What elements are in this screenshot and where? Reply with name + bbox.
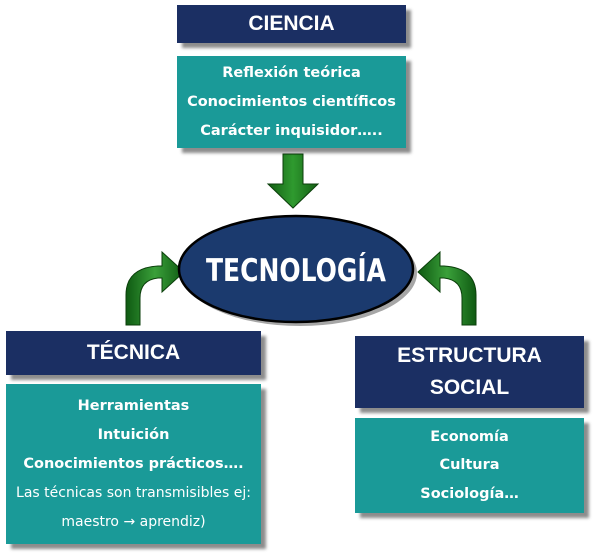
estructura-social-header: ESTRUCTURA SOCIAL bbox=[355, 336, 584, 408]
ciencia-header: CIENCIA bbox=[177, 5, 406, 43]
estructura-social-body: Economía Cultura Sociología… bbox=[355, 418, 584, 513]
arrow-estructura-social-to-tecnologia bbox=[417, 250, 477, 326]
ciencia-body: Reflexión teórica Conocimientos científi… bbox=[177, 56, 406, 148]
tecnica-header: TÉCNICA bbox=[6, 331, 261, 375]
tecnica-item: Conocimientos prácticos…. bbox=[23, 455, 244, 472]
ciencia-item: Carácter inquisidor….. bbox=[200, 122, 383, 139]
tecnica-item: Intuición bbox=[97, 426, 170, 443]
estructura-social-title-line: ESTRUCTURA bbox=[397, 344, 542, 367]
estructura-social-item: Sociología… bbox=[420, 485, 519, 502]
tecnica-title: TÉCNICA bbox=[86, 341, 181, 364]
ciencia-item: Reflexión teórica bbox=[222, 64, 361, 81]
arrow-tecnica-to-tecnologia bbox=[125, 250, 185, 326]
ciencia-item: Conocimientos científicos bbox=[187, 93, 396, 110]
tecnica-note-line: maestro → aprendiz) bbox=[61, 513, 206, 530]
ciencia-title: CIENCIA bbox=[248, 12, 335, 35]
arrow-ciencia-to-tecnologia bbox=[266, 153, 320, 209]
estructura-social-item: Economía bbox=[430, 428, 509, 445]
estructura-social-title-line: SOCIAL bbox=[429, 376, 510, 399]
tecnologia-node: TECNOLOGÍA bbox=[177, 214, 417, 326]
tecnologia-title: TECNOLOGÍA bbox=[206, 253, 386, 289]
tecnica-note-line: Las técnicas son transmisibles ej: bbox=[16, 484, 251, 501]
tecnica-body: Herramientas Intuición Conocimientos prá… bbox=[6, 384, 261, 544]
tecnica-item: Herramientas bbox=[77, 397, 190, 414]
estructura-social-item: Cultura bbox=[439, 457, 500, 474]
